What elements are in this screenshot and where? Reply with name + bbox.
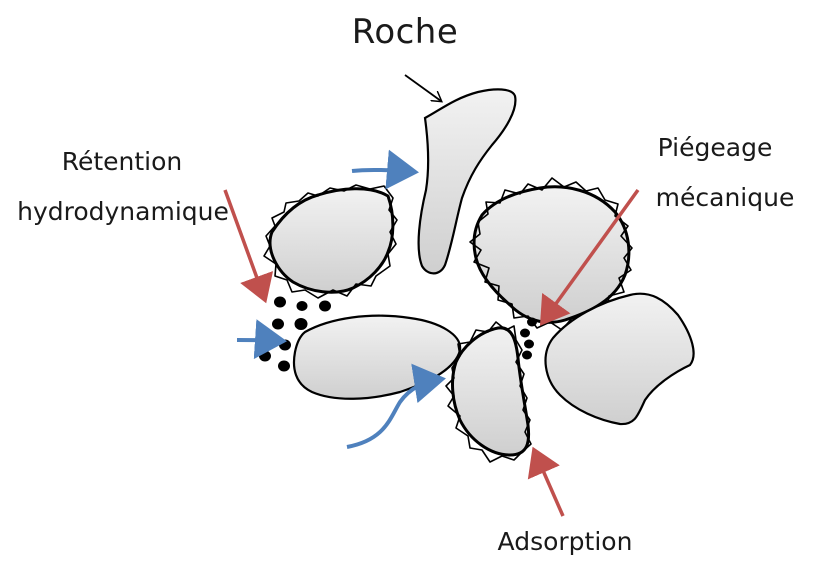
mechanical-trapping-label-line2: mécanique bbox=[655, 183, 795, 212]
adsorption-arrow bbox=[534, 450, 563, 516]
particle-dot bbox=[278, 361, 290, 372]
particle-dot bbox=[297, 301, 308, 311]
particle-dot bbox=[259, 351, 271, 362]
grain-upper-left bbox=[270, 189, 393, 293]
particle-dot bbox=[274, 297, 286, 308]
flow-arrow bbox=[352, 170, 415, 172]
hydrodynamic-retention-label-line1: Rétention bbox=[22, 147, 222, 176]
rock-label: Roche bbox=[345, 12, 465, 52]
rock-pointer-arrow bbox=[405, 75, 441, 101]
particle-dot bbox=[520, 329, 530, 338]
particle-dot bbox=[272, 319, 284, 330]
particle-dot bbox=[522, 351, 532, 360]
grain-middle-left bbox=[294, 316, 460, 399]
particle-dot bbox=[527, 318, 537, 327]
particle-dot bbox=[295, 318, 308, 330]
hydrodynamic-retention-label-line2: hydrodynamique bbox=[8, 197, 238, 226]
mechanical-trapping-label-line1: Piégeage bbox=[650, 133, 780, 162]
flow-arrow bbox=[237, 340, 283, 341]
adsorption-label: Adsorption bbox=[485, 527, 645, 556]
particle-dot bbox=[319, 301, 331, 312]
rock-grains bbox=[264, 89, 694, 462]
grain-middle-lower bbox=[453, 328, 529, 455]
particle-dot bbox=[524, 340, 534, 349]
